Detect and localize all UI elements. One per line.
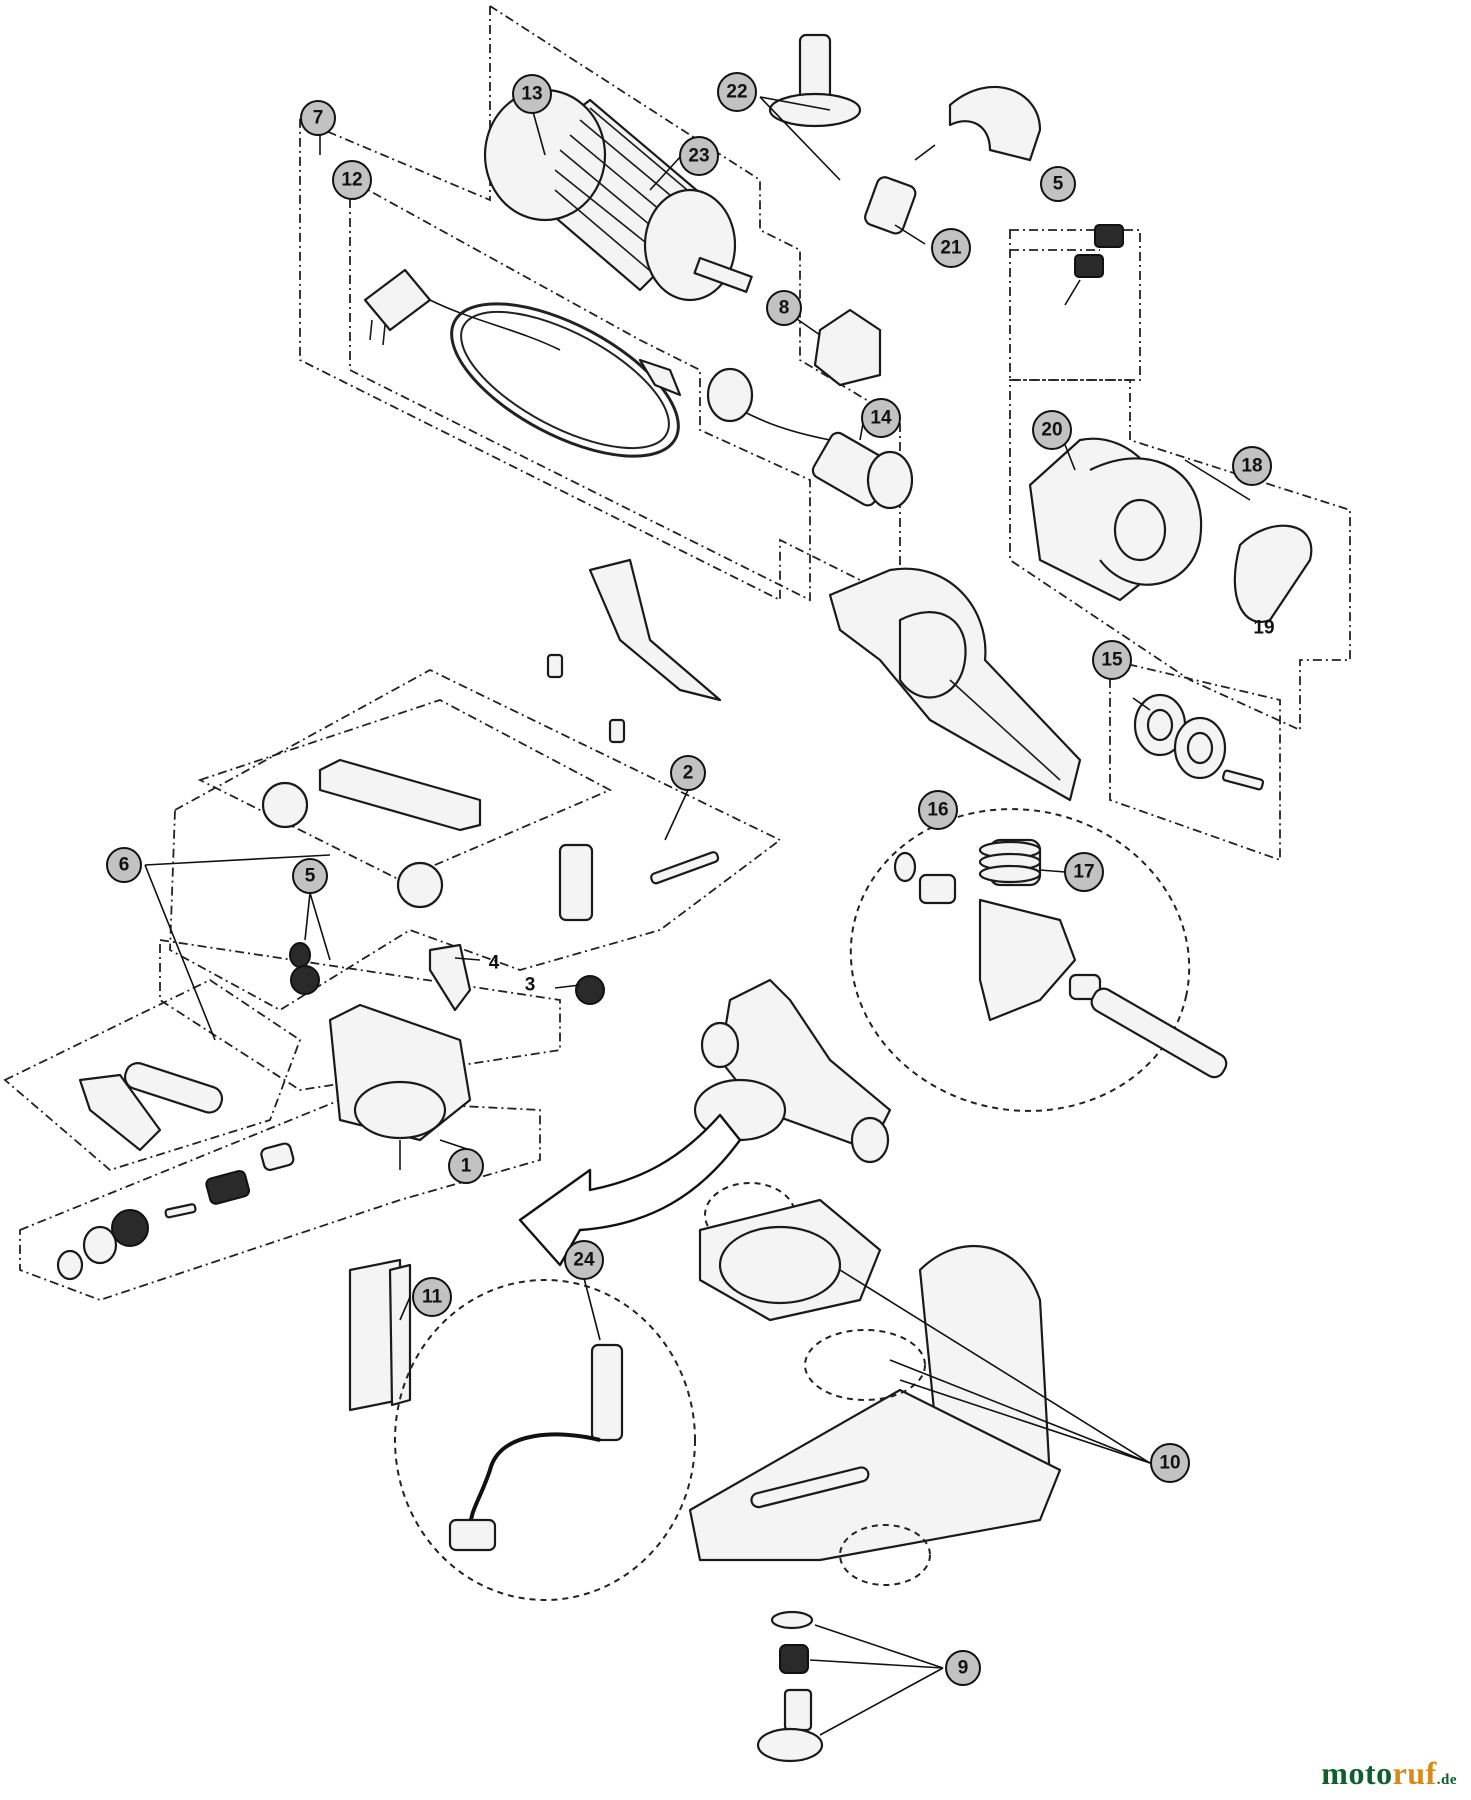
laser-unit	[394, 1279, 696, 1601]
blade-flanges	[1133, 693, 1265, 791]
watermark-logo: motoruf.de	[1321, 1755, 1457, 1791]
adjust-knob-top	[1064, 224, 1124, 306]
callout-2: 2	[670, 755, 706, 791]
svg-text:5: 5	[305, 866, 316, 887]
blade-holder-bracket	[348, 1258, 412, 1412]
label-3: 3	[525, 975, 536, 996]
boundary-pivot-group	[19, 1099, 541, 1301]
svg-text:21: 21	[940, 238, 962, 259]
label-19: 19	[1253, 618, 1274, 639]
svg-text:24: 24	[573, 1250, 595, 1271]
svg-text:17: 17	[1073, 862, 1094, 883]
torsion-spring	[978, 840, 1042, 884]
callout-5b: 5	[1040, 166, 1076, 202]
callout-23: 23	[679, 136, 719, 176]
svg-text:18: 18	[1241, 456, 1262, 477]
boundary-knob-group	[159, 938, 561, 1091]
boundary-switch-group	[1009, 229, 1141, 381]
callout-6: 6	[106, 847, 142, 883]
callout-24: 24	[564, 1240, 604, 1280]
svg-text:6: 6	[119, 855, 130, 876]
svg-text:1: 1	[461, 1156, 472, 1177]
upper-blade-guard	[948, 85, 1042, 162]
capacitor	[706, 367, 914, 510]
svg-text:8: 8	[779, 298, 790, 319]
callout-21: 21	[931, 228, 971, 268]
svg-text:10: 10	[1159, 1453, 1180, 1474]
svg-text:15: 15	[1101, 650, 1123, 671]
boundary-carriage-group	[169, 668, 782, 1012]
callout-7: 7	[300, 100, 336, 136]
pivot-arm	[78, 1062, 224, 1152]
label-4: 4	[489, 953, 500, 974]
saw-arm-housing	[828, 567, 1082, 802]
svg-text:2: 2	[683, 763, 694, 784]
pivot-spring-assembly	[849, 808, 1228, 1112]
callouts: 1 2 5 5 6 7 8 9 10 11 12 13 14 15 16 17 …	[106, 72, 1272, 1686]
callout-8: 8	[766, 290, 802, 326]
svg-text:20: 20	[1041, 420, 1062, 441]
boundary-arm-group	[3, 978, 302, 1172]
callout-16: 16	[918, 790, 958, 830]
saw-base	[688, 1245, 1062, 1586]
callout-1: 1	[448, 1148, 484, 1184]
callout-15: 15	[1092, 640, 1132, 680]
svg-text:5: 5	[1053, 174, 1064, 195]
svg-text:7: 7	[313, 108, 324, 129]
pivot-shaft-parts	[56, 1142, 295, 1281]
switch-block	[813, 308, 882, 387]
turntable	[698, 1182, 882, 1322]
callout-10: 10	[1150, 1443, 1190, 1483]
base-foot-knob	[756, 1610, 824, 1763]
boundary-flange-group	[1109, 658, 1281, 862]
svg-text:14: 14	[870, 408, 892, 429]
callout-12: 12	[332, 160, 372, 200]
assembled-head	[693, 978, 892, 1164]
motor	[483, 88, 753, 302]
svg-text:22: 22	[726, 82, 747, 103]
plain-labels: 3 4 19	[489, 618, 1275, 996]
svg-text:13: 13	[521, 84, 542, 105]
svg-text:16: 16	[927, 800, 948, 821]
lower-guard	[1028, 437, 1313, 623]
callout-9: 9	[945, 1650, 981, 1686]
svg-text:11: 11	[422, 1287, 443, 1308]
power-cable	[363, 268, 682, 458]
boundary-spring-group	[197, 699, 613, 881]
brush-holder	[768, 33, 936, 235]
callout-11: 11	[412, 1277, 452, 1317]
svg-text:12: 12	[341, 170, 362, 191]
callout-17: 17	[1064, 852, 1104, 892]
svg-text:23: 23	[688, 146, 709, 167]
leader-lines	[144, 96, 1251, 1736]
svg-text:9: 9	[958, 1658, 969, 1679]
callout-20: 20	[1032, 410, 1072, 450]
carriage-parts	[261, 758, 720, 1012]
callout-22: 22	[717, 72, 757, 112]
callout-18: 18	[1232, 446, 1272, 486]
callout-5a: 5	[292, 858, 328, 894]
callout-13: 13	[512, 74, 552, 114]
chip-deflector	[546, 558, 722, 744]
callout-14: 14	[861, 398, 901, 438]
mitre-head-assembly	[328, 1003, 472, 1170]
